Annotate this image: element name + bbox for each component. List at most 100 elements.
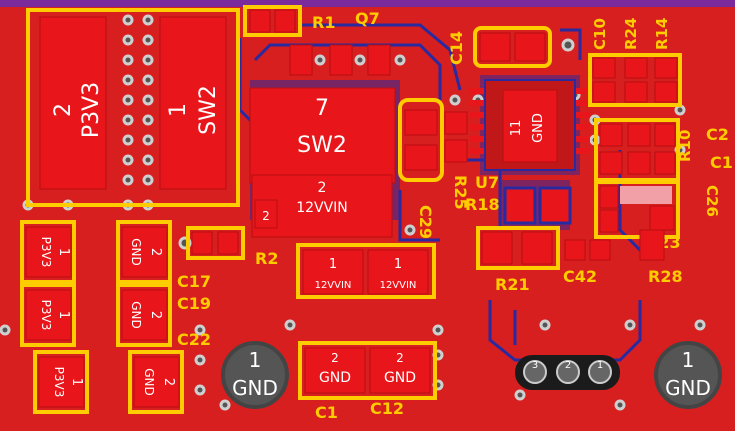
r24-pad-2[interactable] (624, 81, 648, 103)
c26-pad[interactable] (649, 205, 675, 231)
r25-pad-1[interactable] (444, 111, 468, 135)
r21-pad-2[interactable] (521, 231, 553, 265)
header-pin-3[interactable] (523, 360, 547, 384)
pad-ic-aux-1[interactable] (503, 186, 537, 225)
c29-pad-1[interactable] (404, 109, 438, 136)
pad-p3v3-3[interactable] (38, 356, 85, 408)
r25-pad-2[interactable] (444, 139, 468, 163)
gnd-l2-num: 2 (148, 311, 163, 319)
sw2-large-num: 1 (166, 103, 191, 117)
pad-p3v3-2[interactable] (25, 289, 72, 341)
pad-sw2-mid[interactable] (249, 87, 396, 184)
c1-num: 2 (331, 351, 339, 365)
label-r1: R1 (312, 13, 335, 32)
pad-gnd-2[interactable] (121, 289, 168, 341)
mounting-hole-right[interactable] (654, 341, 722, 409)
label-u7: U7 (475, 173, 499, 192)
q7-pad-3[interactable] (367, 44, 391, 76)
r21-pad-1[interactable] (481, 231, 513, 265)
pad-gnd-3[interactable] (133, 356, 180, 408)
r14-pad-1[interactable] (654, 57, 678, 79)
c1-right-pad-2[interactable] (654, 151, 676, 175)
c42-pad-1[interactable] (564, 239, 586, 261)
pad-12vvin-b[interactable] (367, 249, 429, 295)
header-pin-2-label: 2 (565, 360, 571, 371)
label-c29: C29 (416, 205, 435, 239)
header-pin-1[interactable] (588, 360, 612, 384)
c12-num: 2 (396, 351, 404, 365)
c2-pad-2[interactable] (627, 151, 651, 175)
gnd-ic-net: GND (531, 113, 546, 143)
r24-pad-1[interactable] (624, 57, 648, 79)
left2-num: 1 (56, 311, 71, 319)
c14-pad-2[interactable] (514, 32, 546, 62)
small-pad-2[interactable] (254, 199, 278, 229)
board-edge (0, 0, 735, 7)
pad-p3v3-1[interactable] (25, 226, 72, 278)
r23-pad-1[interactable] (599, 185, 619, 209)
u7-exposed-pad[interactable] (502, 89, 558, 163)
r2-pad-1[interactable] (191, 231, 213, 255)
vin-mid-net: 12VVIN (296, 200, 348, 216)
r10-pad-1[interactable] (599, 123, 623, 147)
header-pin-2[interactable] (556, 360, 580, 384)
label-c17: C17 (177, 272, 211, 291)
gnd-l3-num: 2 (161, 378, 176, 386)
c29-pad-2[interactable] (404, 144, 438, 171)
left3-num: 1 (69, 378, 84, 386)
vin-mid-num: 2 (318, 180, 327, 196)
label-r10: R10 (676, 130, 694, 162)
left2-net: P3V3 (39, 300, 53, 331)
p3v3-large-net: P3V3 (79, 82, 104, 138)
r28-pad[interactable] (639, 229, 665, 261)
c42-pad-2[interactable] (589, 239, 611, 261)
gnd-l1-num: 2 (148, 248, 163, 256)
pad-sw2-large[interactable] (159, 16, 227, 190)
label-c1-right: C1 (710, 153, 733, 172)
mounting-hole-left[interactable] (221, 341, 289, 409)
p3v3-large-num: 2 (51, 103, 76, 117)
pad-gnd-1[interactable] (121, 226, 168, 278)
pad-c1-gnd[interactable] (304, 347, 366, 394)
r1-pad-1[interactable] (249, 9, 271, 33)
label-r24: R24 (622, 18, 640, 50)
hole-left-num: 1 (249, 348, 262, 372)
c12-net: GND (384, 370, 416, 386)
c2-pad-1[interactable] (627, 123, 651, 147)
r14-pad-2[interactable] (654, 81, 678, 103)
label-r28: R28 (648, 267, 683, 286)
pad-c12-gnd[interactable] (369, 347, 431, 394)
label-q7: Q7 (355, 9, 380, 28)
r2-pad-2[interactable] (217, 231, 239, 255)
pad-p3v3-large[interactable] (39, 16, 107, 190)
r23-pad-2[interactable] (599, 209, 619, 233)
label-c19: C19 (177, 294, 211, 313)
sw2-mid-num: 7 (315, 96, 329, 121)
gnd-l3-net: GND (142, 368, 156, 396)
c1-right-pad-1[interactable] (654, 123, 676, 147)
label-c10: C10 (591, 18, 609, 50)
label-c26: C26 (703, 185, 721, 217)
vin-a-num: 1 (329, 257, 337, 272)
q7-pad-1[interactable] (289, 44, 313, 76)
label-r2: R2 (255, 249, 278, 268)
gnd-l2-net: GND (129, 301, 143, 329)
vin-b-num: 1 (394, 257, 402, 272)
pad-12vvin-a[interactable] (302, 249, 364, 295)
pad-ic-aux-2[interactable] (538, 186, 572, 225)
c10-pad-1[interactable] (592, 57, 616, 79)
c14-pad-1[interactable] (479, 32, 511, 62)
label-r18: R18 (465, 195, 500, 214)
c10-pad-2[interactable] (592, 81, 616, 103)
r10-pad-2[interactable] (599, 151, 623, 175)
label-c42: C42 (563, 267, 597, 286)
label-c1-bottom: C1 (315, 403, 338, 422)
label-c22: C22 (177, 330, 211, 349)
r1-pad-2[interactable] (274, 9, 296, 33)
hole-right-net: GND (665, 376, 711, 400)
label-r21: R21 (495, 275, 530, 294)
q7-pad-2[interactable] (329, 44, 353, 76)
gnd-l1-net: GND (129, 238, 143, 266)
